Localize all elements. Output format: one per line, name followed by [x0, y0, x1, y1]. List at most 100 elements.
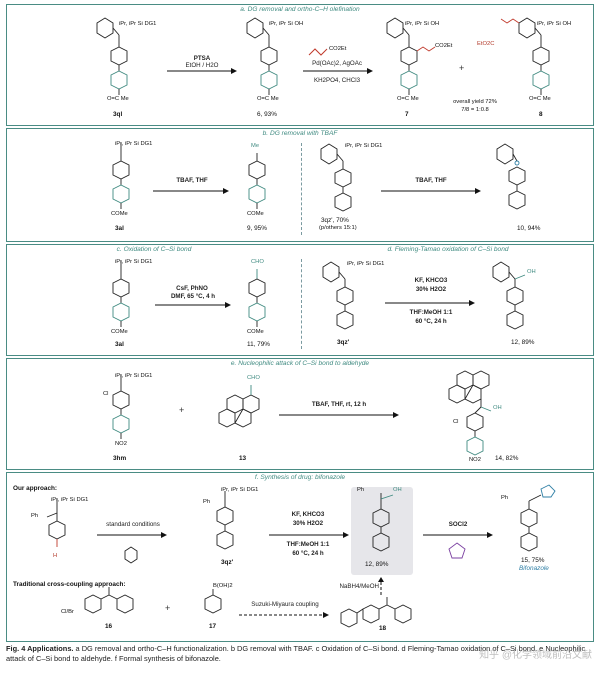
panel-e: e. Nucleophilic attack of C–Si bond to a…	[6, 358, 594, 470]
arrow-d	[385, 300, 475, 306]
yield-note-1: overall yield 72%	[453, 99, 497, 105]
label-no2-14: NO2	[469, 457, 481, 463]
label-silanol-8: iPr, iPr Si OH	[537, 21, 572, 27]
structure-3qz-d	[322, 261, 354, 330]
caption-text: a DG removal and ortho-C–H functionaliza…	[6, 644, 586, 664]
label-7: 7	[405, 111, 409, 118]
imidazole-reagent-icon	[448, 542, 466, 559]
label-come-11: COMe	[247, 329, 264, 335]
structure-10	[496, 143, 526, 210]
label-3hm: 3hm	[113, 455, 127, 462]
label-3ql: 3ql	[113, 111, 123, 118]
structure-8	[500, 17, 550, 95]
arrow-a1-top: PTSA	[193, 55, 211, 62]
arrow-f2-2: 30% H2O2	[292, 520, 324, 527]
label-ph-15: Ph	[501, 495, 509, 501]
label-16: 16	[105, 623, 113, 630]
label-silyl-dg-3qz-f: iPr, iPr Si DG1	[221, 487, 259, 493]
label-cl-14: Cl	[453, 419, 459, 425]
plus-sign-f: +	[165, 603, 171, 613]
arrow-e	[279, 412, 399, 418]
arrow-f3	[423, 532, 493, 538]
label-cho-13: CHO	[247, 375, 260, 381]
arrow-f1-label: standard conditions	[106, 521, 160, 528]
caption-lead: Fig. 4 Applications.	[6, 644, 74, 653]
label-oh-12-f: OH	[393, 487, 402, 493]
panel-d-title: d. Fleming-Tamao oxidation of C–Si bond	[387, 246, 509, 253]
structure-3al-c	[112, 261, 130, 327]
label-3qz-b-note: (p/others 15:1)	[319, 225, 357, 231]
arrow-e-label: TBAF, THF, rt, 12 h	[311, 401, 367, 408]
label-silyl-dg-f: iPr, iPr Si DG1	[51, 497, 89, 503]
structure-18	[340, 597, 412, 628]
label-h-f-start: H	[53, 553, 58, 559]
label-ester-7: CO2Et	[435, 43, 453, 49]
label-11: 11, 79%	[247, 341, 270, 348]
panel-b-divider	[301, 143, 302, 235]
label-9: 9, 95%	[247, 225, 267, 232]
structure-7	[386, 17, 436, 95]
structure-3al	[112, 143, 130, 209]
label-ketone-7: O=C Me	[397, 96, 419, 102]
label-our-approach: Our approach:	[13, 485, 58, 492]
label-18: 18	[379, 625, 387, 632]
panel-b: b. DG removal with TBAF iPr, iPr Si DG1 …	[6, 128, 594, 242]
label-clbr-16: Cl/Br	[61, 609, 74, 615]
structure-17	[204, 589, 222, 614]
arrow-a1	[167, 68, 237, 74]
label-silyl-dg-3hm: iPr, iPr Si DG1	[115, 373, 153, 379]
label-3al-b: 3al	[115, 225, 124, 232]
acrylate-icon	[308, 48, 328, 56]
label-come-9: COMe	[247, 211, 264, 217]
label-silyl-dg-3qz-b: iPr, iPr Si DG1	[345, 143, 383, 149]
arrow-d-4: 60 °C, 24 h	[415, 318, 447, 325]
arrow-c	[155, 302, 231, 308]
label-cho-11: CHO	[251, 259, 264, 265]
panel-f: f. Synthesis of drug: bifonazole Our app…	[6, 472, 594, 642]
structure-15-bifonazole	[520, 484, 556, 552]
yield-note-2: 7/8 = 1:0.8	[461, 107, 489, 113]
arrow-b1-label: TBAF, THF	[176, 177, 208, 184]
structure-3qz-f	[216, 491, 234, 550]
structure-14	[448, 370, 492, 456]
arrow-nabh4-label: NaBH4/MeOH	[339, 583, 379, 590]
label-silanol-7: iPr, iPr Si OH	[405, 21, 440, 27]
label-acrylate: CO2Et	[329, 46, 347, 52]
arrow-a2-bottom: KH2PO4, CHCl3	[313, 77, 361, 84]
panel-cd: c. Oxidation of C–Si bond d. Fleming-Tam…	[6, 244, 594, 356]
arrow-d-3: THF:MeOH 1:1	[409, 309, 453, 316]
arrow-a2	[303, 68, 373, 74]
panel-c-title: c. Oxidation of C–Si bond	[116, 246, 192, 253]
plus-sign-a: +	[459, 63, 465, 73]
label-ketone-6: O=C Me	[257, 96, 279, 102]
arrow-c-top: CsF, PhNO	[176, 285, 208, 292]
arrow-f1	[97, 532, 167, 538]
label-come-3al: COMe	[111, 211, 128, 217]
label-10: 10, 94%	[517, 225, 541, 232]
structure-12-f	[372, 493, 394, 552]
structure-11	[248, 269, 266, 327]
panel-a-title: a. DG removal and ortho-C–H olefination	[240, 6, 360, 13]
structure-3qz-prime	[320, 143, 352, 212]
label-17: 17	[209, 623, 217, 630]
arrow-b2-label: TBAF, THF	[415, 177, 447, 184]
arrow-a2-top: Pd(OAc)2, AgOAc	[312, 60, 362, 67]
panel-a: a. DG removal and ortho-C–H olefination …	[6, 4, 594, 126]
label-8: 8	[539, 111, 543, 118]
label-traditional-approach: Traditional cross-coupling approach:	[13, 581, 126, 588]
arrow-f-suzuki	[239, 612, 329, 618]
arrow-f3-label: SOCl2	[448, 521, 468, 528]
label-15: 15, 75%	[521, 557, 545, 564]
label-ketone-3ql: O=C Me	[107, 96, 129, 102]
arrow-f2-1: KF, KHCO3	[291, 511, 325, 518]
label-12-f: 12, 89%	[365, 561, 389, 568]
label-come-3al-c: COMe	[111, 329, 128, 335]
watermark: 知乎 @化学领域前沿文献	[479, 650, 592, 661]
label-silyl-dg-3al: iPr, iPr Si DG1	[115, 141, 153, 147]
label-3qz-f: 3qz'	[221, 559, 234, 566]
panel-f-title: f. Synthesis of drug: bifonazole	[254, 474, 346, 481]
label-ph-f-start: Ph	[31, 513, 39, 519]
label-ph-12-f: Ph	[357, 487, 365, 493]
structure-3hm	[112, 375, 130, 439]
arrow-a1-bottom: EtOH / H2O	[185, 62, 219, 69]
